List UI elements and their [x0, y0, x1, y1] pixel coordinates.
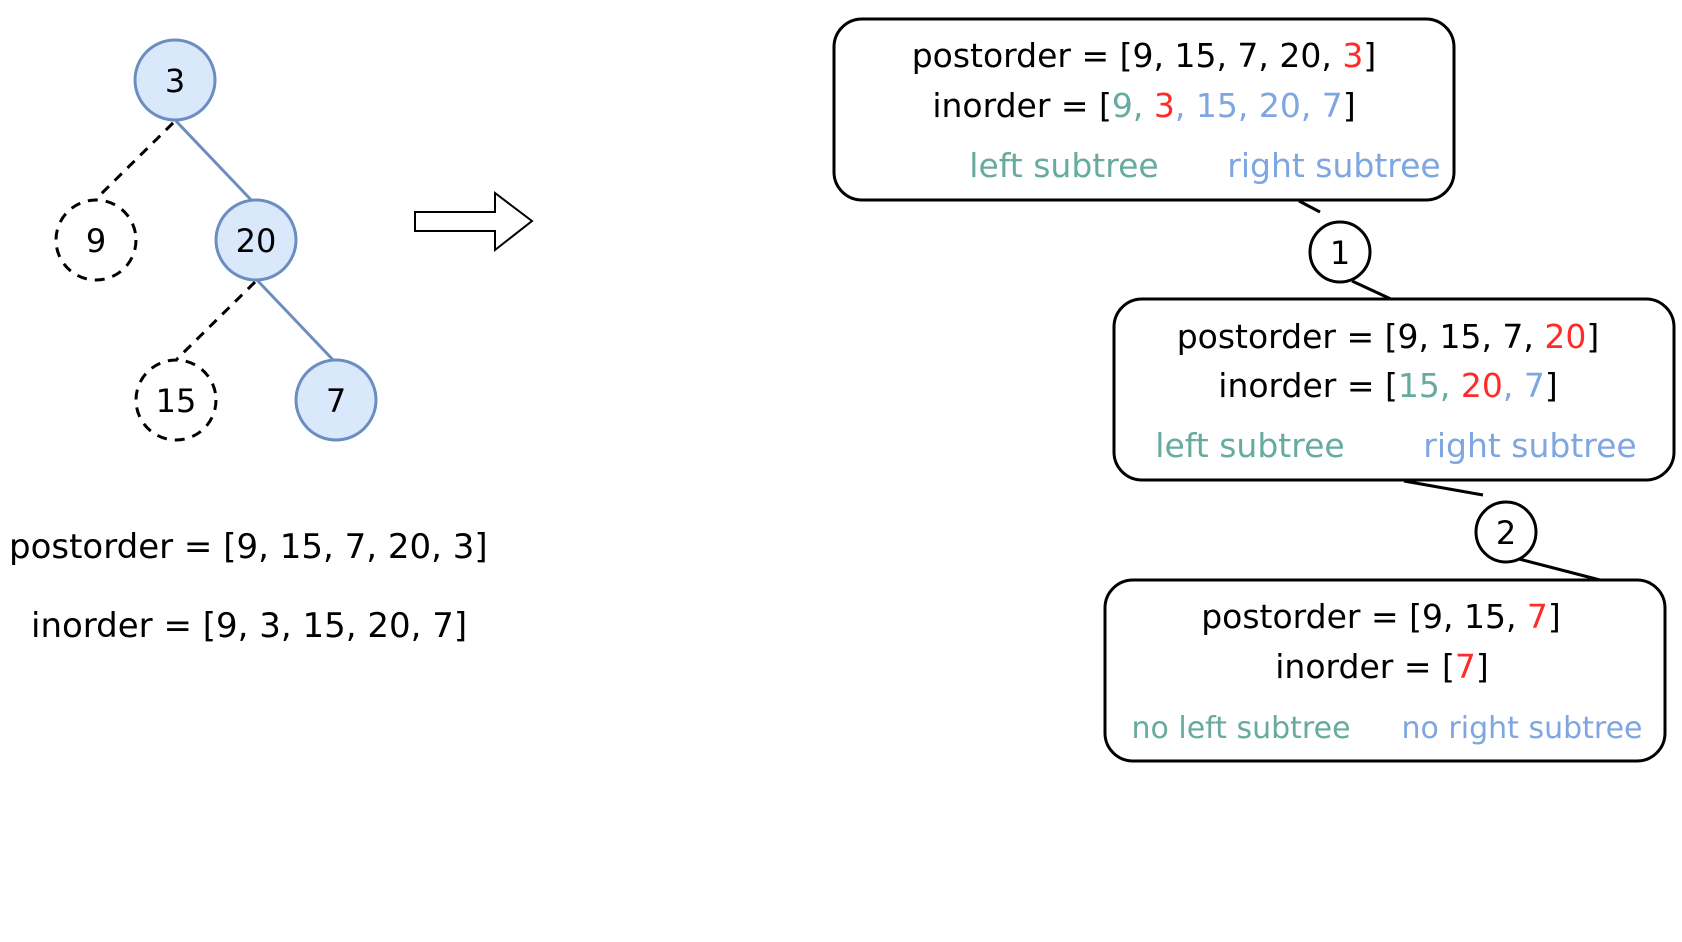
box-postorder-line: postorder = [9, 15, 7, 20, 3] — [912, 36, 1377, 75]
step-circle-2: 2 — [1474, 500, 1538, 564]
tree-node-7: 7 — [294, 358, 378, 442]
recursion-box-3: postorder = [9, 15, 7] inorder = [7] no … — [1103, 578, 1667, 763]
left-inorder-text: inorder = [9, 3, 15, 20, 7] — [31, 606, 467, 646]
box-right-subtree-label: right subtree — [1227, 146, 1440, 185]
tree-node-3: 3 — [133, 38, 217, 122]
edge-3-9 — [94, 121, 175, 201]
box-postorder-line: postorder = [9, 15, 7, 20] — [1177, 317, 1600, 356]
box-inorder-line: inorder = [9, 3, 15, 20, 7] — [932, 86, 1355, 125]
step-circle-1: 1 — [1308, 220, 1372, 284]
box-left-subtree-label: no left subtree — [1131, 711, 1350, 746]
node-label: 20 — [236, 222, 277, 260]
right-arrow-icon — [414, 190, 534, 253]
box-right-subtree-label: no right subtree — [1402, 711, 1643, 746]
tree-node-20: 20 — [214, 198, 298, 282]
edge-20-7 — [255, 278, 338, 365]
box-left-subtree-label: left subtree — [969, 146, 1158, 185]
node-label: 3 — [165, 62, 185, 100]
edge-3-20 — [174, 119, 257, 206]
connector-2-bottom — [1518, 557, 1601, 582]
connector-1-bottom — [1351, 279, 1394, 302]
box-inorder-line: inorder = [15, 20, 7] — [1218, 366, 1557, 405]
box-left-subtree-label: left subtree — [1155, 426, 1344, 465]
connector-1-top — [1298, 199, 1321, 214]
node-label: 7 — [326, 382, 346, 420]
box-postorder-line: postorder = [9, 15, 7] — [1201, 597, 1561, 636]
node-label: 15 — [156, 382, 197, 420]
recursion-box-2: postorder = [9, 15, 7, 20] inorder = [15… — [1112, 297, 1676, 482]
recursion-box-1: postorder = [9, 15, 7, 20, 3] inorder = … — [832, 17, 1456, 202]
box-inorder-line: inorder = [7] — [1275, 647, 1488, 686]
edge-20-15 — [175, 280, 257, 361]
box-right-subtree-label: right subtree — [1423, 426, 1636, 465]
left-postorder-text: postorder = [9, 15, 7, 20, 3] — [9, 527, 488, 567]
tree-node-15: 15 — [134, 358, 218, 442]
connectors — [1298, 199, 1601, 582]
step-label: 2 — [1496, 514, 1516, 552]
node-label: 9 — [86, 222, 106, 260]
connector-2-top — [1403, 479, 1484, 497]
tree-edges — [94, 119, 338, 365]
step-label: 1 — [1330, 234, 1350, 272]
tree-node-9: 9 — [54, 198, 138, 282]
